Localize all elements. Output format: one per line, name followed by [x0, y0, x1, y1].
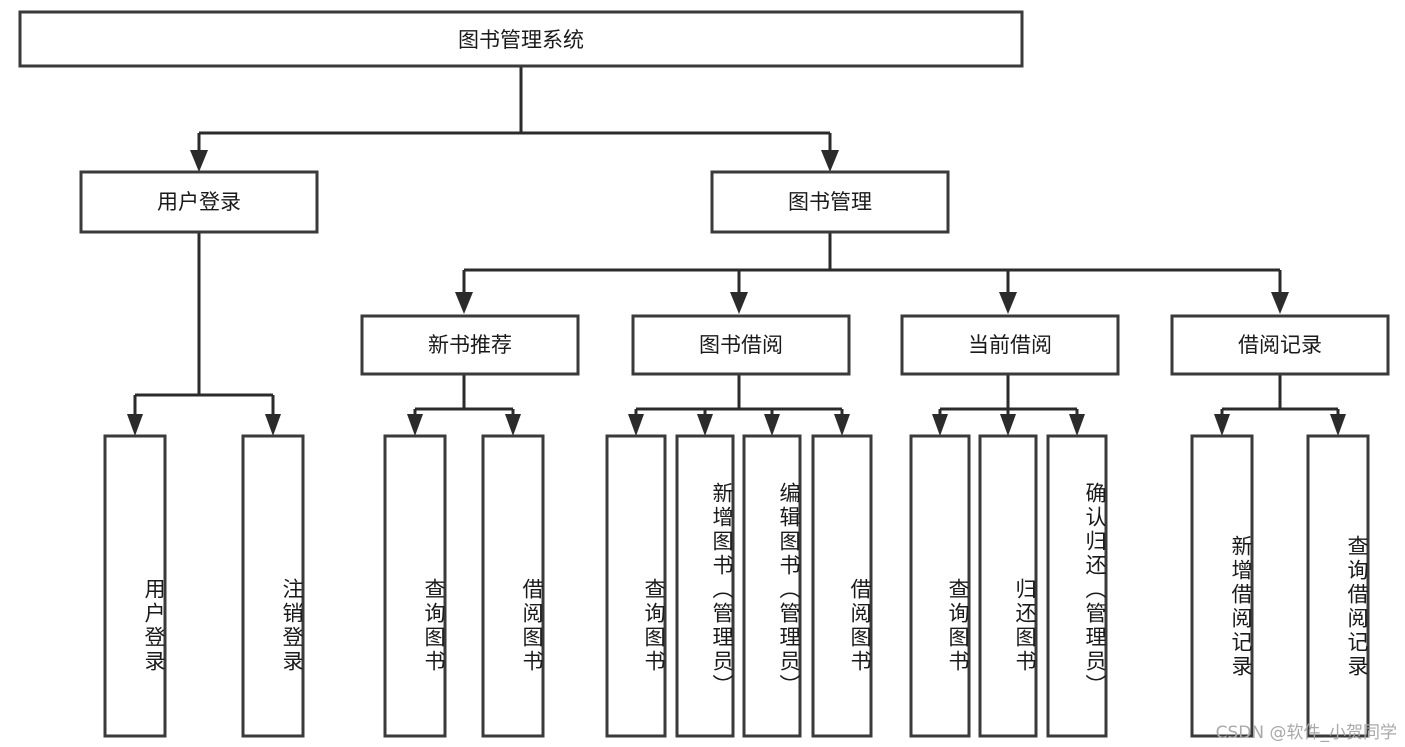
node-root-box[interactable]	[18, 10, 1024, 68]
arrow-to-book-manage	[821, 150, 839, 172]
arrow-leaf-nbr-1	[407, 414, 423, 436]
arrow-to-user-login	[190, 150, 208, 172]
node-root[interactable]: 图书管理系统	[18, 10, 1024, 68]
arrow-to-borrow-record	[1271, 292, 1289, 314]
leaf-box-nbr-1[interactable]	[383, 434, 447, 738]
leaf-box-cb-2[interactable]	[978, 434, 1038, 738]
node-borrow-record-label: 借阅记录	[1238, 333, 1322, 357]
arrow-leaf-nbr-2	[505, 414, 521, 436]
leaf-box-bb-2[interactable]	[675, 434, 735, 738]
leaf-box-bb-1[interactable]	[605, 434, 667, 738]
node-book-manage[interactable]: 图书管理	[710, 170, 950, 234]
node-user-login-box[interactable]	[79, 170, 319, 234]
node-current-borrow-label: 当前借阅	[968, 333, 1052, 357]
arrow-to-new-book-recommend	[455, 292, 473, 314]
node-book-manage-box[interactable]	[710, 170, 950, 234]
leaf-box-bb-4[interactable]	[811, 434, 873, 738]
leaf-box-cb-1[interactable]	[909, 434, 971, 738]
leaf-box-cb-3[interactable]	[1046, 434, 1108, 738]
arrow-leaf-bb-1	[628, 414, 644, 436]
node-book-borrow[interactable]: 图书借阅	[631, 314, 851, 376]
arrow-leaf-bb-3	[764, 414, 780, 436]
arrow-leaf-bb-2	[697, 414, 713, 436]
node-new-book-recommend-box[interactable]	[360, 314, 580, 376]
connector-group	[127, 66, 1346, 436]
arrow-leaf-cb-1	[932, 414, 948, 436]
node-new-book-recommend[interactable]: 新书推荐	[360, 314, 580, 376]
node-book-borrow-label: 图书借阅	[699, 333, 783, 357]
node-user-login[interactable]: 用户登录	[79, 170, 319, 234]
leaf-box-nbr-2[interactable]	[481, 434, 545, 738]
arrow-leaf-bb-4	[834, 414, 850, 436]
node-new-book-recommend-label: 新书推荐	[428, 333, 512, 357]
node-borrow-record-box[interactable]	[1170, 314, 1390, 376]
arrow-leaf-cb-3	[1069, 414, 1085, 436]
leaf-box-user-login-1[interactable]	[103, 434, 167, 738]
node-book-borrow-box[interactable]	[631, 314, 851, 376]
arrow-leaf-br-2	[1330, 414, 1346, 436]
leaf-box-bb-3[interactable]	[742, 434, 802, 738]
node-book-manage-label: 图书管理	[788, 190, 872, 214]
leaf-box-br-1[interactable]	[1190, 434, 1254, 738]
leaf-box-user-login-2[interactable]	[241, 434, 305, 738]
node-root-label: 图书管理系统	[458, 28, 584, 52]
node-borrow-record[interactable]: 借阅记录	[1170, 314, 1390, 376]
leaf-box-br-2[interactable]	[1306, 434, 1370, 738]
arrow-leaf-user-login-1	[127, 414, 143, 436]
arrow-leaf-br-1	[1214, 414, 1230, 436]
arrow-to-book-borrow	[730, 292, 748, 314]
node-current-borrow[interactable]: 当前借阅	[900, 314, 1120, 376]
arrow-leaf-user-login-2	[265, 414, 281, 436]
arrow-to-current-borrow	[999, 292, 1017, 314]
node-user-login-label: 用户登录	[157, 190, 241, 214]
arrow-leaf-cb-2	[1000, 414, 1016, 436]
node-current-borrow-box[interactable]	[900, 314, 1120, 376]
